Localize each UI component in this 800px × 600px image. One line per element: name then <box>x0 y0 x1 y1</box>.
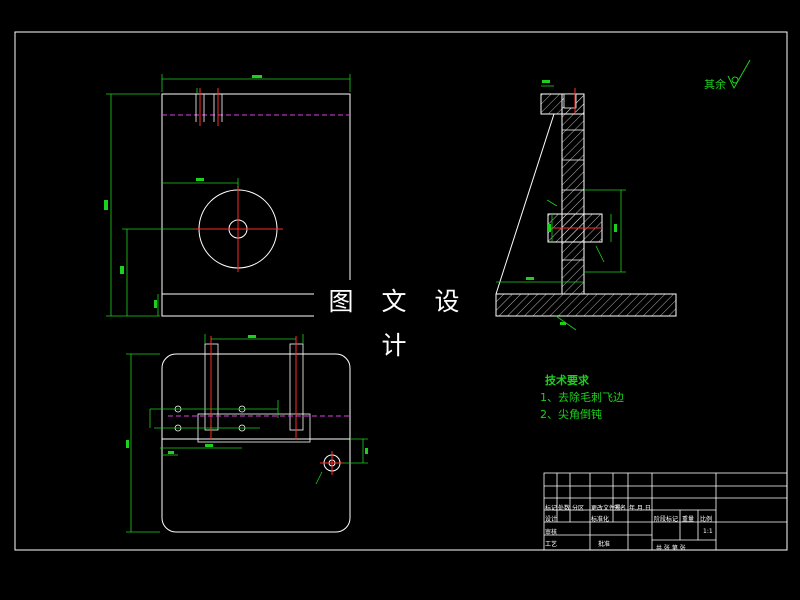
title-block-cell: 分区 <box>572 505 585 512</box>
title-block-cell: 重量 <box>682 516 695 523</box>
title-block-cell: 处数 <box>558 505 571 512</box>
drawing-frame <box>14 31 788 551</box>
title-block-cell: 设计 <box>545 516 558 523</box>
section-top-block <box>540 93 585 115</box>
technical-requirement-item: 1、去除毛刺飞边 <box>540 391 624 404</box>
title-block-cell: 审核 <box>545 529 558 536</box>
section-vertical-wall <box>561 93 585 295</box>
title-block-cell: 年.月.日 <box>629 505 651 512</box>
technical-requirements-title: 技术要求 <box>545 374 589 387</box>
title-block-cell: 共 张 第 张 <box>656 545 686 552</box>
technical-requirement-item: 2、尖角倒钝 <box>540 408 602 421</box>
surface-finish-symbol <box>727 59 751 90</box>
title-block <box>543 472 788 551</box>
top-view-outline <box>161 353 351 533</box>
title-block-cell: 批准 <box>598 541 611 548</box>
front-view <box>104 74 351 317</box>
side-section-view <box>495 80 677 331</box>
title-block-cell: 阶段标记 <box>654 516 679 523</box>
title-block-cell: 标记 <box>545 505 558 512</box>
title-block-cell: 1:1 <box>703 528 713 535</box>
section-base-plate <box>495 293 677 317</box>
title-block-cell: 更改文件号 <box>591 505 622 512</box>
title-block-cell: 工艺 <box>545 541 558 548</box>
watermark-text: 图 文 设 计 <box>314 280 484 360</box>
top-view <box>126 334 368 533</box>
surface-finish-label: 其余 <box>704 78 726 91</box>
section-rib-outline <box>495 113 555 295</box>
title-block-cell: 签名 <box>614 505 627 512</box>
title-block-cell: 标准化 <box>591 516 610 523</box>
title-block-cell: 比例 <box>700 516 713 523</box>
top-view-mounting-hole <box>174 405 246 432</box>
